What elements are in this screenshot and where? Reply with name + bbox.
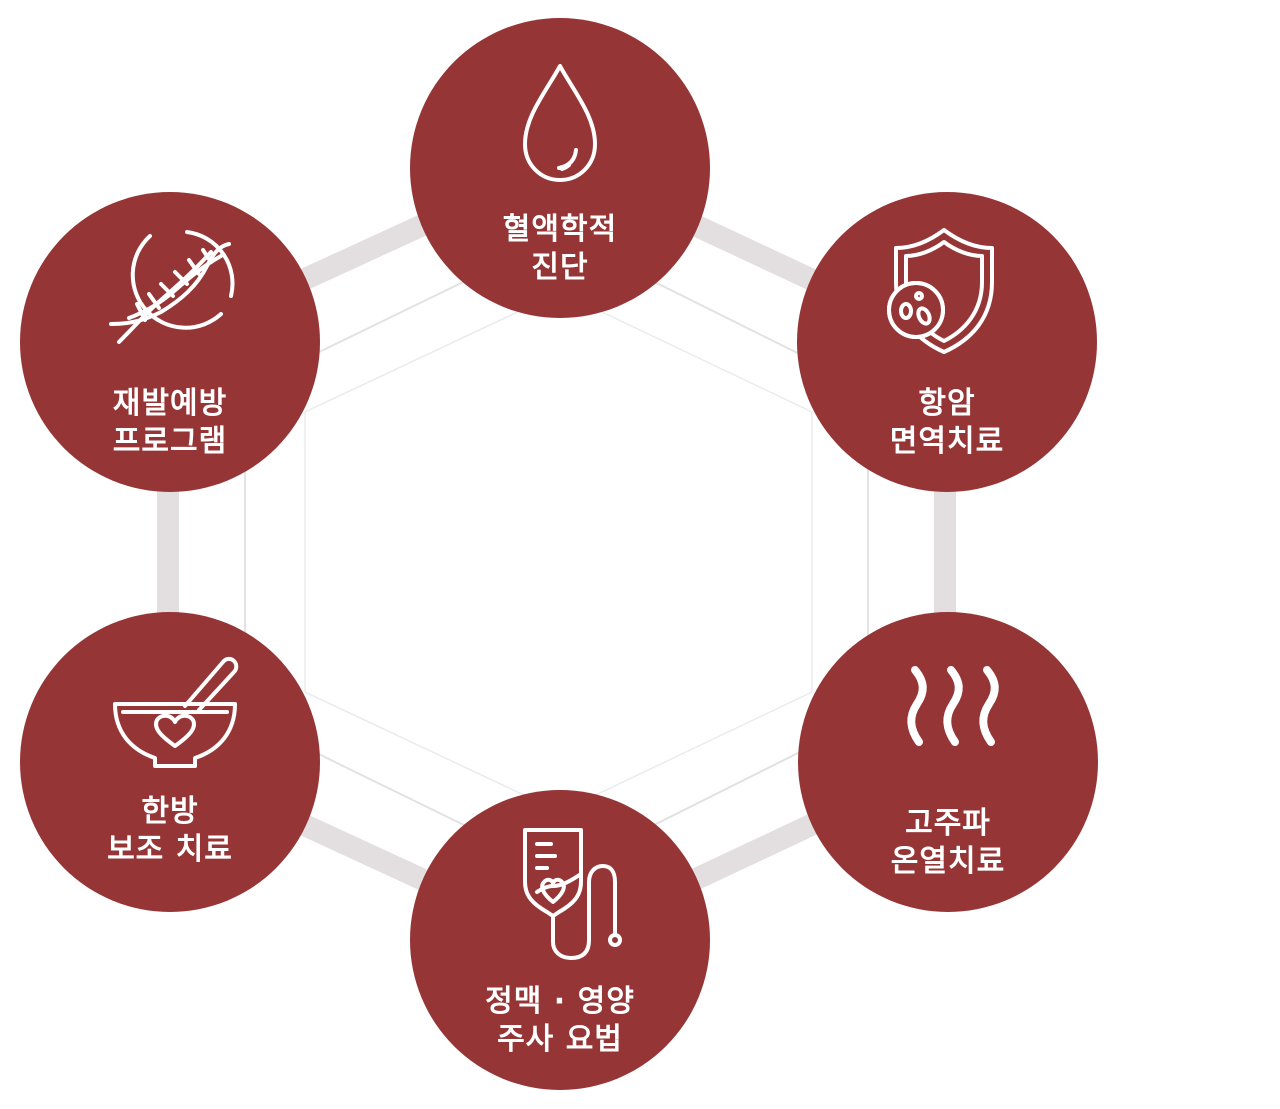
node-hematology-diagnosis: 혈액학적 진단	[410, 18, 710, 318]
hexagon-inner-1	[244, 233, 869, 874]
dna-icon	[95, 208, 245, 358]
label-line-2: 온열치료	[890, 844, 1006, 879]
node-recurrence-prevention: 재발예방 프로그램	[20, 192, 320, 492]
label-line-2: 진단	[531, 250, 589, 285]
label-line-1: 항암	[918, 386, 976, 421]
node-herbal-support: 한방 보조 치료	[20, 612, 320, 912]
label-line-2: 주사 요법	[497, 1022, 623, 1057]
node-label: 혈액학적 진단	[410, 211, 710, 287]
label-line-1: 재발예방	[112, 386, 228, 421]
label-line-1: 고주파	[905, 806, 991, 841]
label-line-1: 혈액학적	[502, 212, 618, 247]
iv-drip-icon	[485, 816, 635, 966]
node-hyperthermia: 고주파 온열치료	[798, 612, 1098, 912]
node-label: 재발예방 프로그램	[20, 385, 320, 461]
node-label: 항암 면역치료	[797, 385, 1097, 461]
node-label: 정맥 · 영양 주사 요법	[410, 983, 710, 1059]
label-line-1: 정맥 · 영양	[485, 984, 635, 1019]
label-line-2: 보조 치료	[107, 832, 233, 867]
mortar-pestle-icon	[95, 634, 245, 784]
blood-drop-icon	[485, 50, 635, 200]
node-anticancer-immunotherapy: 항암 면역치료	[797, 192, 1097, 492]
hexagon-inner-2	[304, 291, 813, 813]
label-line-2: 프로그램	[112, 424, 228, 459]
node-label: 한방 보조 치료	[20, 793, 320, 869]
heat-waves-icon	[873, 642, 1023, 792]
node-label: 고주파 온열치료	[798, 805, 1098, 881]
shield-cell-icon	[872, 220, 1022, 370]
node-iv-nutrition: 정맥 · 영양 주사 요법	[410, 790, 710, 1090]
label-line-1: 한방	[141, 794, 199, 829]
label-line-2: 면역치료	[889, 424, 1005, 459]
